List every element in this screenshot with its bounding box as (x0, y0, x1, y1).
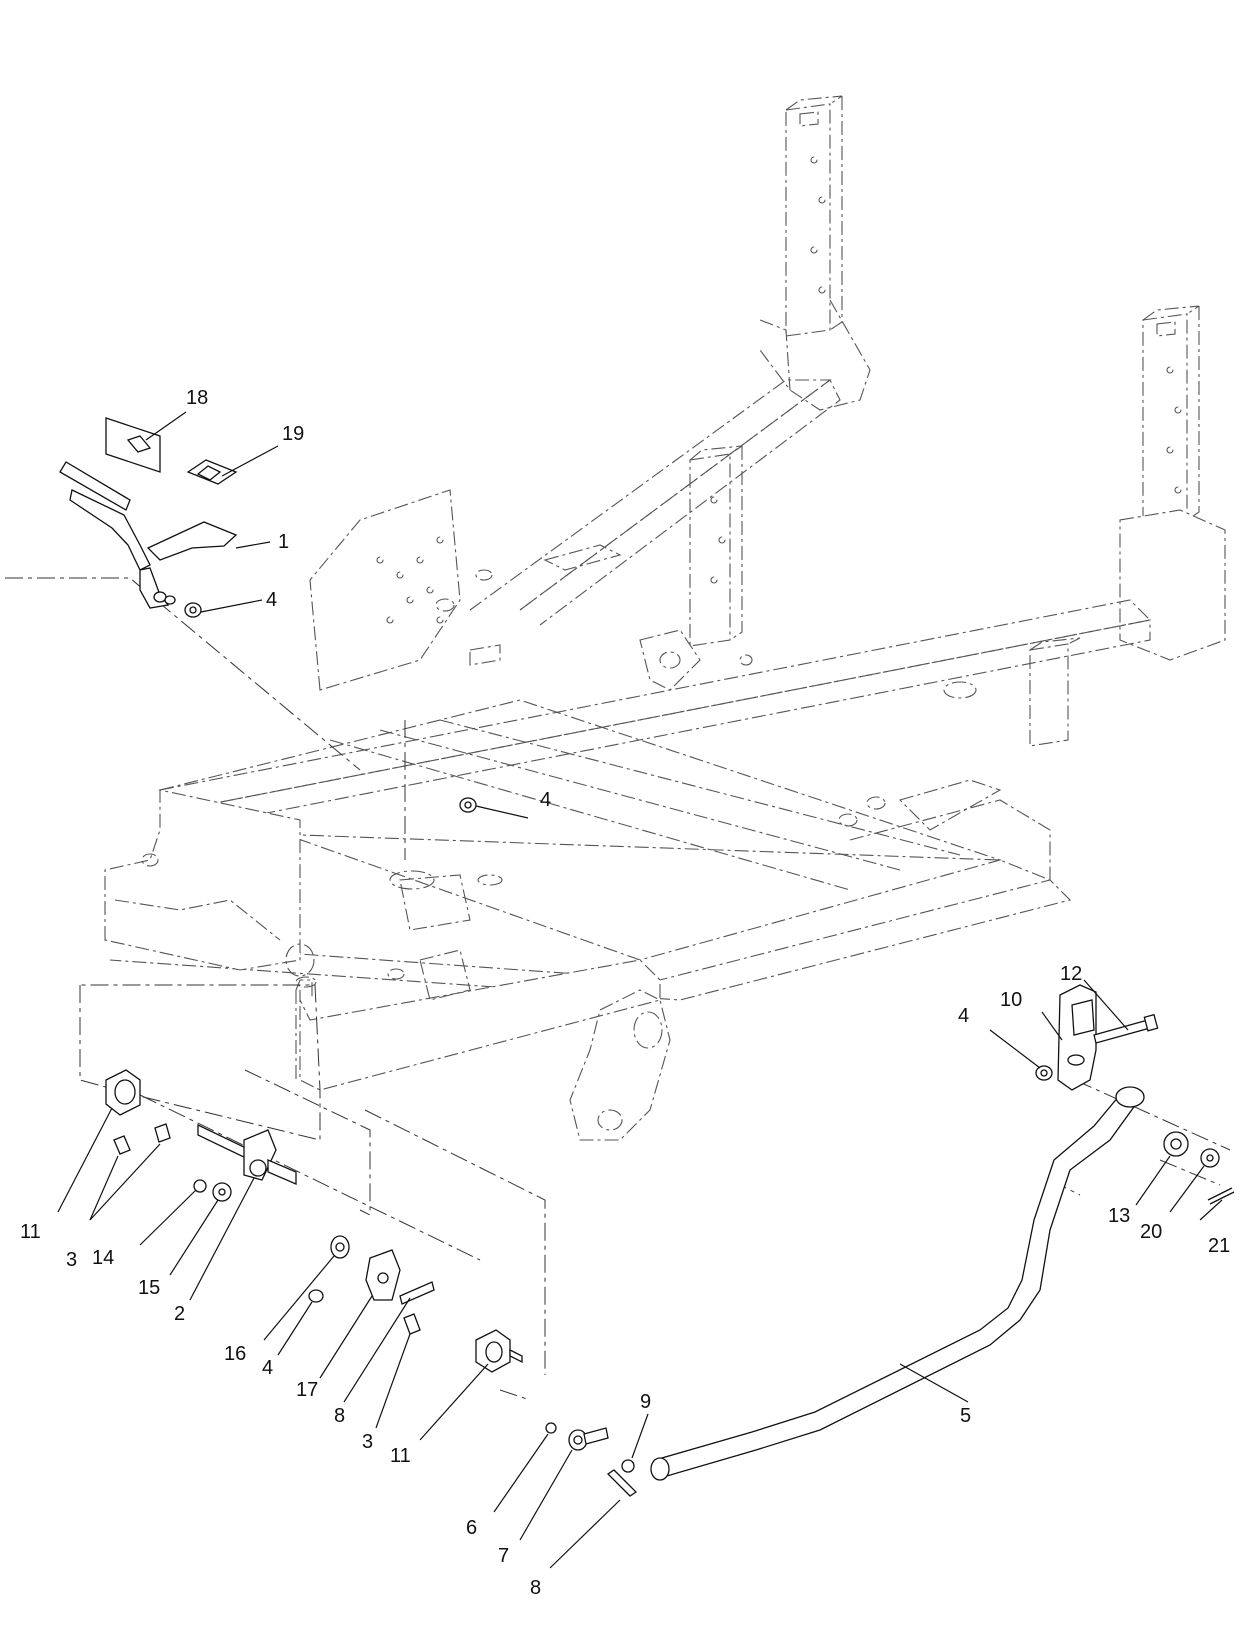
callout-17: 17 (296, 1379, 318, 1401)
callout-5: 5 (960, 1405, 971, 1427)
bushing-16 (330, 1235, 350, 1259)
nut-4-pedal (184, 602, 202, 618)
callout-6: 6 (466, 1517, 477, 1539)
nut-4-center (459, 797, 477, 813)
cotter-pin-21 (1207, 1187, 1235, 1205)
callout-13: 13 (1108, 1205, 1130, 1227)
callout-2: 2 (174, 1303, 185, 1325)
callout-11: 11 (390, 1445, 411, 1467)
callout-16: 16 (224, 1343, 246, 1365)
callout-18: 18 (186, 387, 208, 409)
bracket-10 (1057, 984, 1097, 1091)
callout-19: 19 (282, 423, 304, 445)
washer-20 (1200, 1148, 1220, 1168)
washer-15 (212, 1182, 232, 1202)
leader-lines (57, 411, 1223, 1569)
callout-9: 9 (640, 1391, 651, 1413)
callout-4: 4 (266, 589, 277, 611)
callout-7: 7 (498, 1545, 509, 1567)
bushing-11-left (105, 1069, 141, 1116)
callout-4: 4 (262, 1357, 273, 1379)
callout-1: 1 (278, 531, 289, 553)
callout-3: 3 (362, 1431, 373, 1453)
decal-18 (105, 417, 161, 473)
pedal-bracket-1 (59, 461, 238, 609)
rod-5 (650, 1086, 1145, 1481)
nut-9 (621, 1459, 635, 1473)
chassis-frame (104, 95, 1226, 1141)
washer-6 (545, 1422, 557, 1434)
callout-4: 4 (540, 789, 551, 811)
axle-pivot-2 (197, 1123, 297, 1185)
decal-19 (186, 459, 238, 485)
rod-end-7 (568, 1427, 609, 1451)
callout-14: 14 (92, 1247, 114, 1269)
callout-4: 4 (958, 1005, 969, 1027)
bolt-8-lower (606, 1469, 638, 1497)
callout-3: 3 (66, 1249, 77, 1271)
bolt-8-upper (399, 1281, 435, 1305)
bolts-3-left (113, 1123, 171, 1155)
callout-15: 15 (138, 1277, 160, 1299)
callout-8: 8 (530, 1577, 541, 1599)
nut-4-bracket (1035, 1065, 1053, 1081)
bracket-17 (365, 1249, 401, 1301)
bolt-12 (1093, 1013, 1159, 1044)
callout-8: 8 (334, 1405, 345, 1427)
callout-12: 12 (1060, 963, 1082, 985)
callout-21: 21 (1208, 1235, 1230, 1257)
bushing-11-right (475, 1329, 523, 1373)
bolt-3-lower (403, 1313, 421, 1335)
bushing-13 (1163, 1131, 1189, 1157)
callout-labels: 18 19 1 4 4 10 12 4 13 20 21 11 3 14 15 … (20, 387, 1230, 1599)
washer-14 (193, 1179, 207, 1193)
callout-10: 10 (1000, 989, 1022, 1011)
callout-11: 11 (20, 1221, 41, 1243)
nut-4-lower (308, 1289, 324, 1303)
callout-20: 20 (1140, 1221, 1162, 1243)
